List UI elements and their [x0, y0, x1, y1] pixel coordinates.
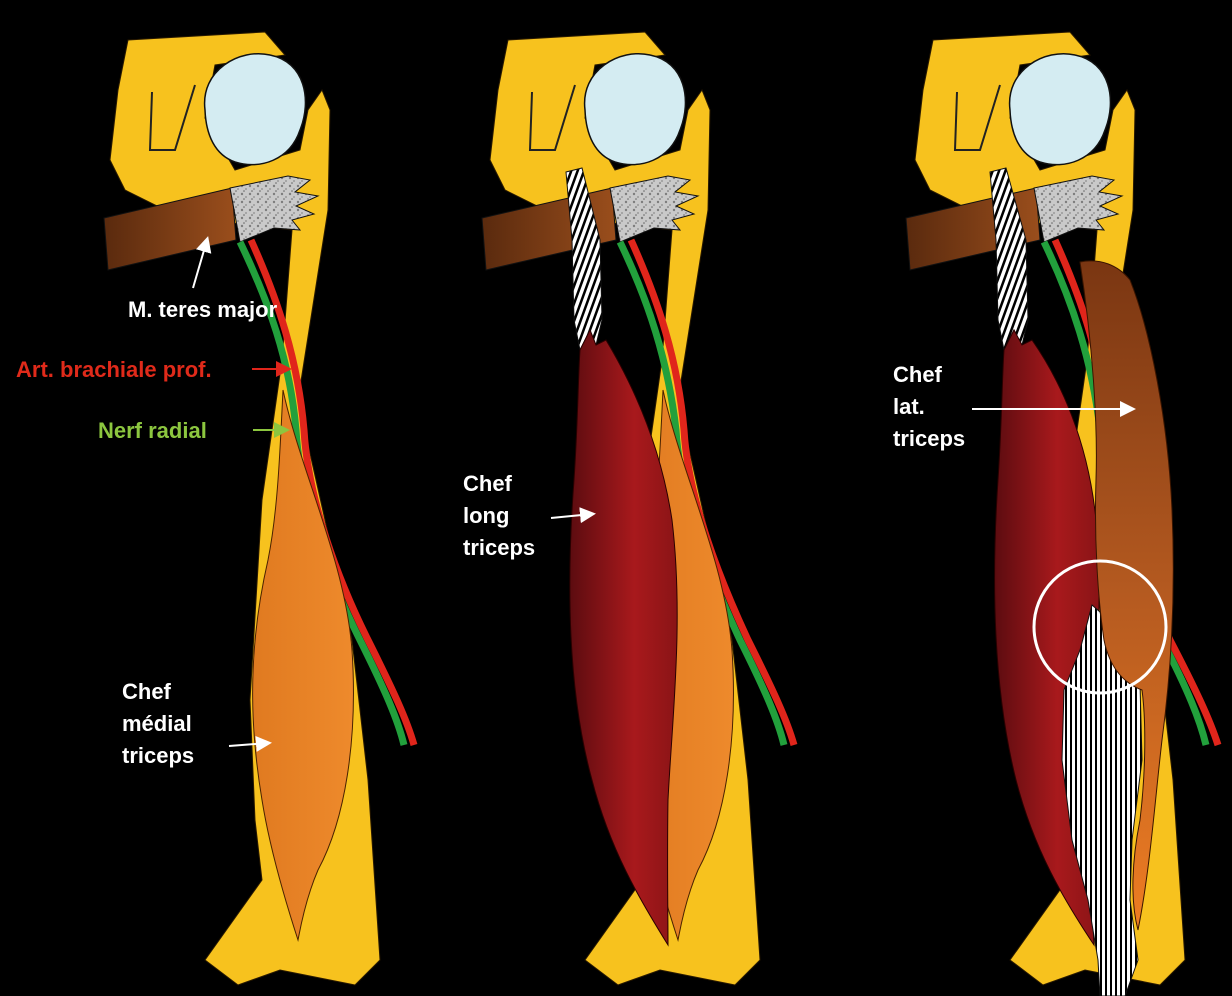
label-medial-head: Chef médial triceps: [122, 676, 194, 772]
label-line: Chef: [893, 359, 965, 391]
label-line: médial: [122, 708, 194, 740]
label-line: Chef: [463, 468, 535, 500]
label-line: triceps: [122, 740, 194, 772]
label-line: Chef: [122, 676, 194, 708]
label-radial-nerve: Nerf radial: [98, 416, 207, 446]
humeral-head: [585, 54, 686, 165]
label-teres-major: M. teres major: [128, 295, 277, 325]
label-line: lat.: [893, 391, 965, 423]
label-line: long: [463, 500, 535, 532]
label-line: triceps: [463, 532, 535, 564]
label-deep-brachial-artery: Art. brachiale prof.: [16, 355, 212, 385]
bone-shape: [110, 32, 380, 985]
label-line: triceps: [893, 423, 965, 455]
humeral-head: [205, 54, 306, 165]
panel-lateral: [906, 32, 1218, 996]
label-long-head: Chef long triceps: [463, 468, 535, 564]
humeral-head: [1010, 54, 1111, 165]
panel-medial: [104, 32, 414, 985]
label-lateral-head: Chef lat. triceps: [893, 359, 965, 455]
